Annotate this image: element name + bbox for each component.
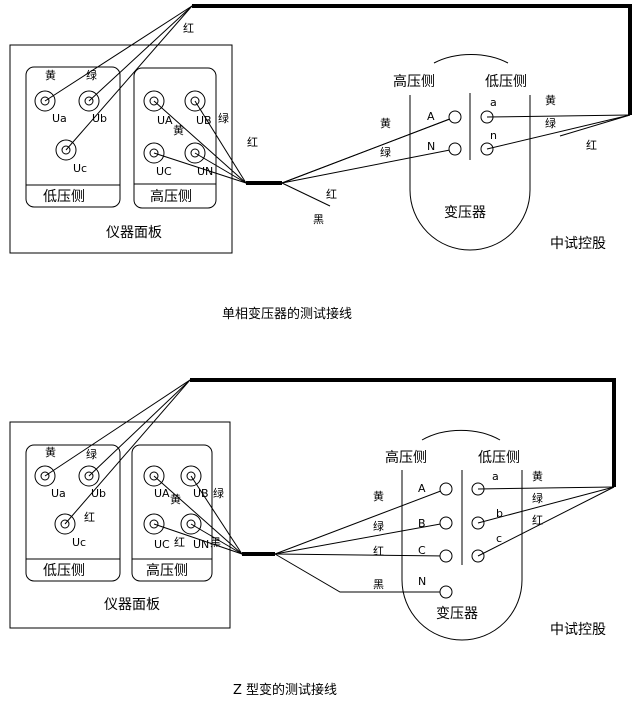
- wire-label-red: 红: [247, 136, 258, 149]
- low-side-label: 低压侧: [43, 189, 85, 205]
- low-side-box: [25, 66, 121, 208]
- brand-label: 中试控股: [550, 236, 606, 252]
- transformer-terminal-a: a: [490, 96, 497, 109]
- transformer-low-side: 低压侧: [478, 450, 520, 466]
- transformer-top: [421, 429, 501, 441]
- low-side-box: [25, 444, 121, 582]
- cable-low-side: [192, 4, 632, 115]
- transformer-title: 变压器: [444, 205, 486, 221]
- transformer-body: [409, 95, 531, 251]
- diagram-single-phase: 黄 绿 Ua Ub Uc UA 黄 UB 绿 UC UN 低压侧 高压侧 仪器面…: [9, 4, 632, 322]
- instrument-panel: [9, 44, 233, 254]
- terminal-circle-C: [439, 549, 453, 563]
- wire-label-green: 绿: [86, 447, 97, 461]
- terminal-circle-B: [439, 516, 453, 530]
- terminal-label-uc: Uc: [73, 162, 87, 175]
- terminal-circle-A: [439, 482, 453, 496]
- transformer-terminal-A: A: [427, 110, 435, 123]
- wire-label-yellow: 黄: [532, 469, 543, 483]
- terminal-circle-N: [448, 142, 462, 156]
- wire-label-red: 红: [326, 188, 337, 201]
- high-side-label: 高压侧: [150, 188, 192, 205]
- wire-label-black: 黑: [210, 536, 221, 549]
- wire-label-black: 黑: [313, 213, 324, 226]
- terminal-label-UB: UB: [196, 114, 212, 127]
- transformer-terminal-n: n: [490, 129, 497, 142]
- high-side-label: 高压侧: [146, 562, 188, 579]
- wire-label-red: 红: [183, 22, 194, 35]
- terminal-label-UA: UA: [157, 114, 173, 127]
- transformer-body: [401, 470, 523, 641]
- terminal-circle-A: [448, 110, 462, 124]
- instrument-panel: [9, 421, 231, 629]
- transformer-terminal-b: b: [496, 507, 503, 520]
- transformer-terminal-A: A: [418, 482, 426, 495]
- terminal-label-UA: UA: [154, 487, 170, 500]
- instrument-label: 仪器面板: [104, 597, 160, 613]
- wire-label-green: 绿: [86, 68, 97, 82]
- wire-label-yellow: 黄: [45, 445, 56, 459]
- wire-label-yellow: 黄: [173, 123, 184, 137]
- transformer-top: [433, 54, 509, 64]
- terminal-label-uc: Uc: [72, 536, 86, 549]
- transformer-high-side: 高压侧: [385, 449, 427, 466]
- instrument-label: 仪器面板: [106, 225, 162, 241]
- terminal-label-ub: Ub: [92, 112, 107, 125]
- terminal-label-ub: Ub: [91, 487, 106, 500]
- wire-label-green: 绿: [213, 486, 224, 500]
- wire-label-yellow: 黄: [45, 68, 56, 82]
- wire-label-red: 红: [84, 511, 95, 524]
- wire-label-red: 红: [586, 139, 597, 152]
- low-side-label: 低压侧: [43, 563, 85, 579]
- transformer-terminal-N: N: [427, 140, 435, 153]
- terminal-label-UC: UC: [154, 538, 170, 551]
- wire-label-yellow: 黄: [170, 492, 181, 506]
- wire-label-green: 绿: [545, 116, 556, 130]
- wire-label-yellow: 黄: [380, 116, 391, 130]
- diagram-caption: 单相变压器的测试接线: [222, 306, 352, 322]
- wire-label-green: 绿: [532, 491, 543, 505]
- cable-low-side: [190, 378, 616, 487]
- wire-label-yellow: 黄: [545, 93, 556, 107]
- wire-label-green: 绿: [373, 519, 384, 533]
- transformer-high-side: 高压侧: [393, 73, 435, 90]
- wire-label-red: 红: [373, 545, 384, 558]
- transformer-terminal-c: c: [496, 532, 502, 545]
- terminal-label-ua: Ua: [51, 487, 66, 500]
- diagram-z-type: 黄 绿 Ua Ub 红 Uc UA 黄 UB 绿 UC 红 UN 黑 低压侧 高…: [9, 378, 616, 698]
- wire-label-red: 红: [532, 514, 543, 527]
- wire-label-red: 红: [174, 536, 185, 549]
- terminal-label-UC: UC: [156, 165, 172, 178]
- transformer-terminal-B: B: [418, 517, 426, 530]
- transformer-terminal-a: a: [492, 470, 499, 483]
- wire-label-yellow: 黄: [373, 489, 384, 503]
- wire-label-green: 绿: [380, 145, 391, 159]
- wire-label-green: 绿: [218, 111, 229, 125]
- terminal-label-UB: UB: [193, 487, 209, 500]
- terminal-label-ua: Ua: [52, 112, 67, 125]
- transformer-low-side: 低压侧: [485, 74, 527, 90]
- high-side-box: [131, 444, 213, 582]
- terminal-circle-N: [439, 585, 453, 599]
- transformer-terminal-C: C: [418, 544, 426, 557]
- transformer-title: 变压器: [436, 606, 478, 622]
- diagram-caption: Z 型变的测试接线: [233, 682, 337, 698]
- wire-label-black: 黑: [373, 578, 384, 591]
- high-side-box: [133, 67, 217, 209]
- transformer-terminal-N: N: [418, 575, 426, 588]
- brand-label: 中试控股: [550, 622, 606, 638]
